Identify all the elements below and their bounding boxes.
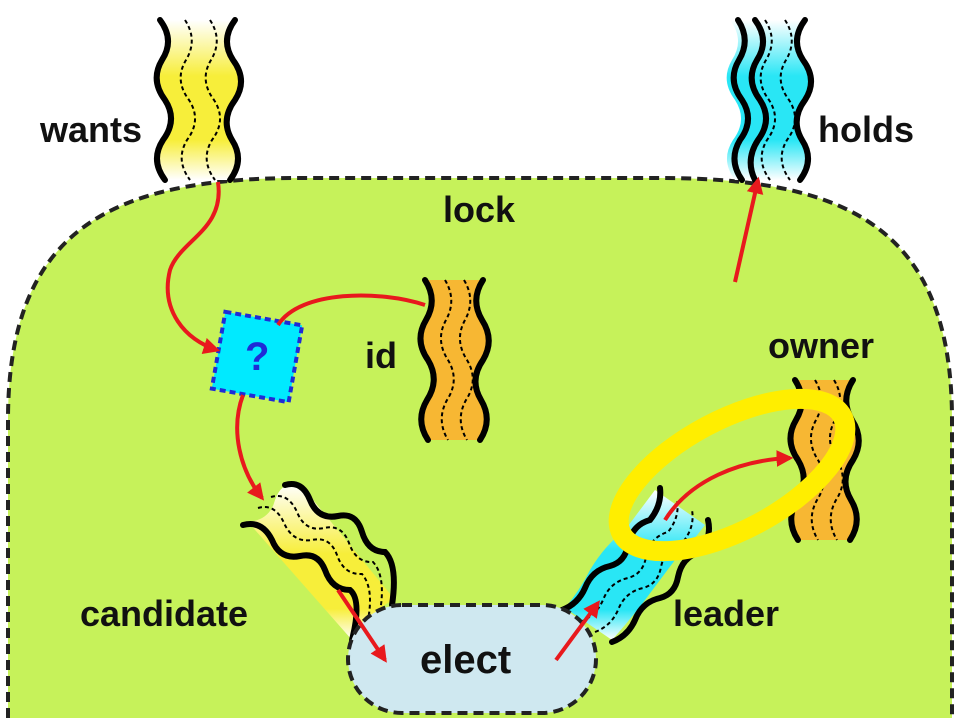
candidate-pipe — [240, 481, 397, 643]
elect-label: elect — [420, 638, 512, 682]
highlight-ring — [608, 388, 856, 562]
query-symbol: ? — [245, 335, 270, 379]
arrow-leader-to-owner — [663, 450, 794, 522]
arrow-query-to-candidate — [235, 394, 265, 501]
holds-label: holds — [818, 109, 914, 150]
holds-pipe — [726, 17, 814, 183]
wants-pipe — [153, 17, 244, 183]
wants-label: wants — [40, 109, 143, 150]
id-label: id — [365, 335, 397, 376]
candidate-label: candidate — [80, 593, 249, 634]
lock-label: lock — [443, 189, 516, 230]
arrow-elect-to-leader — [554, 600, 600, 662]
link-query-to-id — [276, 293, 426, 327]
arrow-to-holds — [733, 176, 764, 283]
elect-box — [346, 603, 598, 715]
arrow-wants-to-query — [165, 181, 221, 354]
lock-region — [6, 176, 954, 718]
leader-label: leader — [673, 593, 780, 634]
arrow-candidate-to-elect — [336, 588, 387, 663]
owner-label: owner — [768, 325, 875, 366]
id-pipe — [417, 277, 492, 443]
